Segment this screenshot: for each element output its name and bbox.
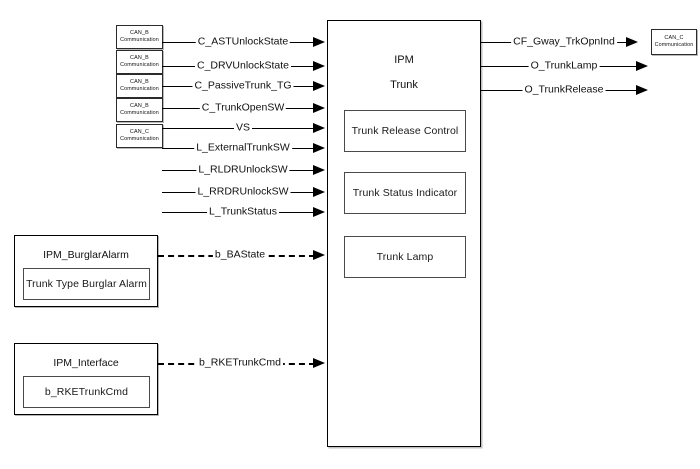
can-sink-line1: CAN_C bbox=[664, 35, 684, 41]
can-source-line2: Communication bbox=[120, 62, 159, 68]
input-label-b-rketrunkcmd: b_RKETrunkCmd bbox=[197, 356, 283, 369]
output-arrow-o-trunkrelease bbox=[636, 84, 648, 95]
input-arrow-l-rldrunlocksw bbox=[313, 164, 325, 175]
can-source-box-1[interactable]: CAN_B Communication bbox=[116, 25, 163, 49]
can-source-line1: CAN_B bbox=[130, 55, 149, 61]
sub-block-label: Trunk Status Indicator bbox=[352, 187, 458, 199]
sub-block-trunk-release-control[interactable]: Trunk Release Control bbox=[344, 110, 466, 152]
inner-block-b-rketrunkcmd[interactable]: b_RKETrunkCmd bbox=[23, 376, 150, 408]
input-label-c-drvunlockstate: C_DRVUnlockState bbox=[194, 59, 292, 72]
inner-block-trunk-type-burglar-alarm[interactable]: Trunk Type Burglar Alarm bbox=[23, 268, 150, 300]
inner-block-label: b_RKETrunkCmd bbox=[44, 386, 129, 398]
input-arrow-c-astunlockstate bbox=[313, 36, 325, 47]
output-arrow-cf-gway-trkopnind bbox=[626, 36, 638, 47]
main-block-title-line1: IPM bbox=[394, 54, 414, 66]
input-label-b-bastate: b_BAState bbox=[212, 248, 268, 261]
input-arrow-c-trunkopensw bbox=[313, 102, 325, 113]
input-arrow-b-rketrunkcmd bbox=[313, 357, 325, 368]
input-arrow-l-rrdrunlocksw bbox=[313, 186, 325, 197]
input-arrow-b-bastate bbox=[313, 249, 325, 260]
block-title-ipm-interface: IPM_Interface bbox=[53, 357, 119, 369]
input-label-l-externaltrunksw: L_ExternalTrunkSW bbox=[194, 141, 292, 154]
input-arrow-vs bbox=[313, 122, 325, 133]
can-sink-line2: Communication bbox=[654, 42, 694, 48]
can-source-box-4[interactable]: CAN_B Communication bbox=[116, 98, 163, 122]
block-ipm-interface[interactable]: IPM_Interface b_RKETrunkCmd bbox=[14, 343, 158, 415]
input-arrow-c-drvunlockstate bbox=[313, 60, 325, 71]
sub-block-label: Trunk Lamp bbox=[376, 251, 434, 263]
can-source-box-5[interactable]: CAN_C Communication bbox=[116, 124, 163, 148]
can-source-line1: CAN_B bbox=[130, 30, 149, 36]
can-source-line2: Communication bbox=[120, 86, 159, 92]
can-source-line1: CAN_C bbox=[129, 129, 150, 135]
main-block-title-line2: Trunk bbox=[390, 79, 418, 91]
input-label-vs: VS bbox=[233, 121, 253, 134]
input-label-c-trunkopensw: C_TrunkOpenSW bbox=[199, 101, 287, 114]
can-sink-box[interactable]: CAN_C Communication bbox=[651, 29, 697, 55]
can-source-line2: Communication bbox=[120, 110, 159, 116]
output-label-o-trunkrelease: O_TrunkRelease bbox=[522, 83, 606, 96]
can-source-box-2[interactable]: CAN_B Communication bbox=[116, 50, 163, 74]
input-label-c-passivetrunk-tg: C_PassiveTrunk_TG bbox=[192, 79, 294, 92]
input-arrow-c-passivetrunk-tg bbox=[313, 80, 325, 91]
can-source-line1: CAN_B bbox=[130, 79, 149, 85]
input-arrow-l-trunkstatus bbox=[313, 206, 325, 217]
block-ipm-burglaralarm[interactable]: IPM_BurglarAlarm Trunk Type Burglar Alar… bbox=[14, 235, 158, 307]
input-label-l-rrdrunlocksw: L_RRDRUnlockSW bbox=[195, 185, 291, 198]
input-label-l-trunkstatus: L_TrunkStatus bbox=[207, 205, 279, 218]
can-source-line2: Communication bbox=[120, 136, 159, 142]
sub-block-label: Trunk Release Control bbox=[351, 125, 459, 137]
block-ipm-trunk[interactable]: IPM Trunk Trunk Release Control Trunk St… bbox=[327, 20, 481, 447]
inner-block-label: Trunk Type Burglar Alarm bbox=[26, 278, 147, 290]
sub-block-trunk-status-indicator[interactable]: Trunk Status Indicator bbox=[344, 172, 466, 214]
can-source-line2: Communication bbox=[120, 37, 159, 43]
block-title-ipm-burglaralarm: IPM_BurglarAlarm bbox=[43, 249, 129, 261]
sub-block-trunk-lamp[interactable]: Trunk Lamp bbox=[344, 236, 466, 278]
output-label-o-trunklamp: O_TrunkLamp bbox=[528, 59, 600, 72]
output-arrow-o-trunklamp bbox=[636, 60, 648, 71]
input-label-l-rldrunlocksw: L_RLDRUnlockSW bbox=[196, 163, 290, 176]
input-arrow-l-externaltrunksw bbox=[313, 142, 325, 153]
can-source-box-3[interactable]: CAN_B Communication bbox=[116, 74, 163, 98]
input-label-c-astunlockstate: C_ASTUnlockState bbox=[195, 35, 291, 48]
output-label-cf-gway-trkopnind: CF_Gway_TrkOpnInd bbox=[511, 35, 617, 48]
can-source-line1: CAN_B bbox=[130, 103, 149, 109]
